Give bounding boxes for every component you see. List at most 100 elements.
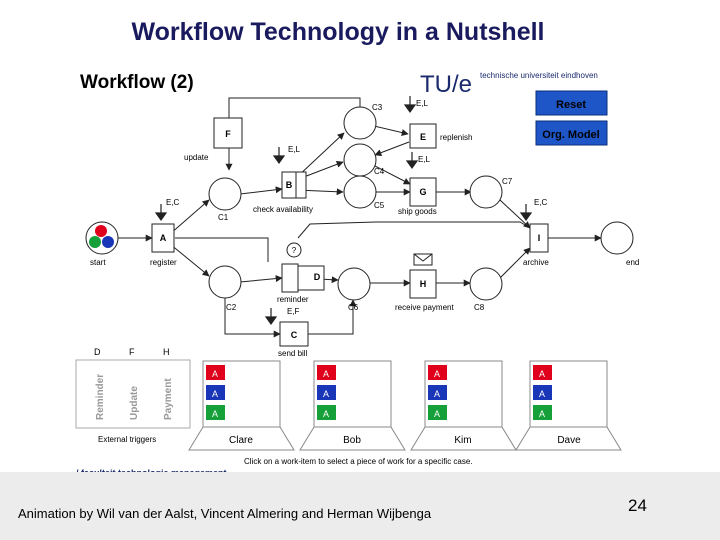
worker-name: Clare bbox=[229, 435, 253, 446]
token-green[interactable] bbox=[89, 236, 101, 248]
org-model-button-label: Org. Model bbox=[542, 129, 599, 141]
trigger-reminder[interactable]: Reminder bbox=[95, 374, 106, 420]
org-model-button[interactable] bbox=[535, 120, 608, 146]
trigger-arrow-icon bbox=[272, 147, 286, 165]
work-item-label: A bbox=[212, 369, 218, 379]
transition-g-label: G bbox=[419, 187, 426, 197]
envelope-flap bbox=[413, 253, 433, 262]
place-c2-label: C2 bbox=[226, 303, 237, 312]
token-blue[interactable] bbox=[102, 236, 114, 248]
work-item-label: A bbox=[323, 369, 329, 379]
work-item-label: A bbox=[434, 409, 440, 419]
label-receive-payment: receive payment bbox=[395, 303, 454, 312]
trigger-col-h-letter: H bbox=[163, 347, 170, 357]
transition-h[interactable] bbox=[409, 269, 437, 299]
label-reminder: reminder bbox=[277, 295, 309, 304]
trigger-arrow-icon bbox=[403, 96, 417, 114]
place-c1-label: C1 bbox=[218, 213, 229, 222]
place-c6-label: C6 bbox=[348, 303, 359, 312]
work-item-label: A bbox=[539, 369, 545, 379]
label-archive: archive bbox=[523, 258, 549, 267]
worker-bob: A A A Bob bbox=[299, 360, 406, 451]
transition-c-label: C bbox=[291, 330, 298, 340]
question-icon: ? bbox=[292, 246, 297, 255]
place-c7 bbox=[469, 175, 503, 209]
net-places bbox=[85, 106, 634, 301]
trigger-payment[interactable]: Payment bbox=[163, 378, 174, 420]
laptop-base bbox=[515, 426, 622, 451]
hint-text: Click on a work-item to select a piece o… bbox=[244, 457, 473, 466]
reset-button[interactable] bbox=[535, 90, 608, 116]
transition-i-label: I bbox=[538, 233, 541, 243]
work-item-label: A bbox=[434, 369, 440, 379]
transition-f[interactable] bbox=[213, 117, 243, 149]
trigger-arrow-icon bbox=[264, 308, 278, 326]
trigger-col-f-letter: F bbox=[129, 347, 135, 357]
laptop-base bbox=[188, 426, 295, 451]
work-item[interactable] bbox=[428, 365, 447, 380]
trigger-update[interactable]: Update bbox=[129, 386, 140, 420]
work-item[interactable] bbox=[428, 405, 447, 420]
work-item[interactable] bbox=[533, 385, 552, 400]
transition-f-label: F bbox=[225, 129, 231, 139]
place-end-label: end bbox=[626, 258, 639, 267]
envelope-icon bbox=[413, 253, 433, 266]
work-item-label: A bbox=[212, 389, 218, 399]
place-start-label: start bbox=[90, 258, 106, 267]
label-send-bill: send bill bbox=[278, 349, 308, 358]
work-item[interactable] bbox=[206, 385, 225, 400]
transition-i[interactable] bbox=[529, 223, 549, 253]
worker-clare: A A A Clare bbox=[188, 360, 295, 451]
place-c8-label: C8 bbox=[474, 303, 485, 312]
transition-h-label: H bbox=[420, 279, 427, 289]
label-check-availability: check availability bbox=[253, 205, 313, 214]
trigger-arrow-icon bbox=[154, 204, 168, 222]
trigger-el-e: E,L bbox=[418, 155, 431, 164]
work-item-label: A bbox=[434, 389, 440, 399]
worker-name: Bob bbox=[343, 435, 361, 446]
work-item[interactable] bbox=[206, 365, 225, 380]
trigger-ec-2: E,C bbox=[534, 198, 548, 207]
work-item[interactable] bbox=[317, 365, 336, 380]
work-item[interactable] bbox=[317, 385, 336, 400]
work-item[interactable] bbox=[533, 365, 552, 380]
place-c5-label: C5 bbox=[374, 201, 385, 210]
laptop-base bbox=[299, 426, 406, 451]
place-c8 bbox=[469, 267, 503, 301]
footer-band bbox=[0, 472, 720, 540]
university-name: technische universiteit eindhoven bbox=[480, 71, 598, 80]
transition-e[interactable] bbox=[409, 123, 437, 149]
transition-d[interactable] bbox=[281, 263, 299, 293]
place-c5 bbox=[343, 175, 377, 209]
transition-d-box[interactable] bbox=[297, 265, 325, 291]
label-replenish: replenish bbox=[440, 133, 472, 142]
timer-trigger[interactable] bbox=[286, 242, 302, 258]
transition-a[interactable] bbox=[151, 223, 175, 253]
trigger-col-d-letter: D bbox=[94, 347, 101, 357]
transition-c[interactable] bbox=[279, 321, 309, 347]
trigger-el-mid: E,L bbox=[288, 145, 301, 154]
worker-dave: A A A Dave bbox=[515, 360, 622, 451]
worker-kim: A A A Kim bbox=[410, 360, 517, 451]
work-item-label: A bbox=[323, 389, 329, 399]
transition-e-label: E bbox=[420, 132, 426, 142]
external-triggers-caption: External triggers bbox=[98, 435, 156, 444]
transition-b-right[interactable] bbox=[295, 171, 307, 199]
label-register: register bbox=[150, 258, 177, 267]
work-item[interactable] bbox=[428, 385, 447, 400]
external-triggers: D F H Reminder Update Payment External t… bbox=[75, 347, 191, 444]
work-item[interactable] bbox=[317, 405, 336, 420]
transition-d-label: D bbox=[314, 272, 321, 282]
transition-g[interactable] bbox=[409, 177, 437, 207]
work-item-label: A bbox=[323, 409, 329, 419]
net-arcs bbox=[118, 97, 602, 338]
slide-title: Workflow Technology in a Nutshell bbox=[131, 18, 545, 46]
transition-b-label: B bbox=[286, 180, 293, 190]
work-item[interactable] bbox=[206, 405, 225, 420]
trigger-ef: E,F bbox=[287, 307, 300, 316]
token-red[interactable] bbox=[95, 225, 107, 237]
transition-a-label: A bbox=[160, 233, 167, 243]
work-item-label: A bbox=[539, 409, 545, 419]
work-item[interactable] bbox=[533, 405, 552, 420]
